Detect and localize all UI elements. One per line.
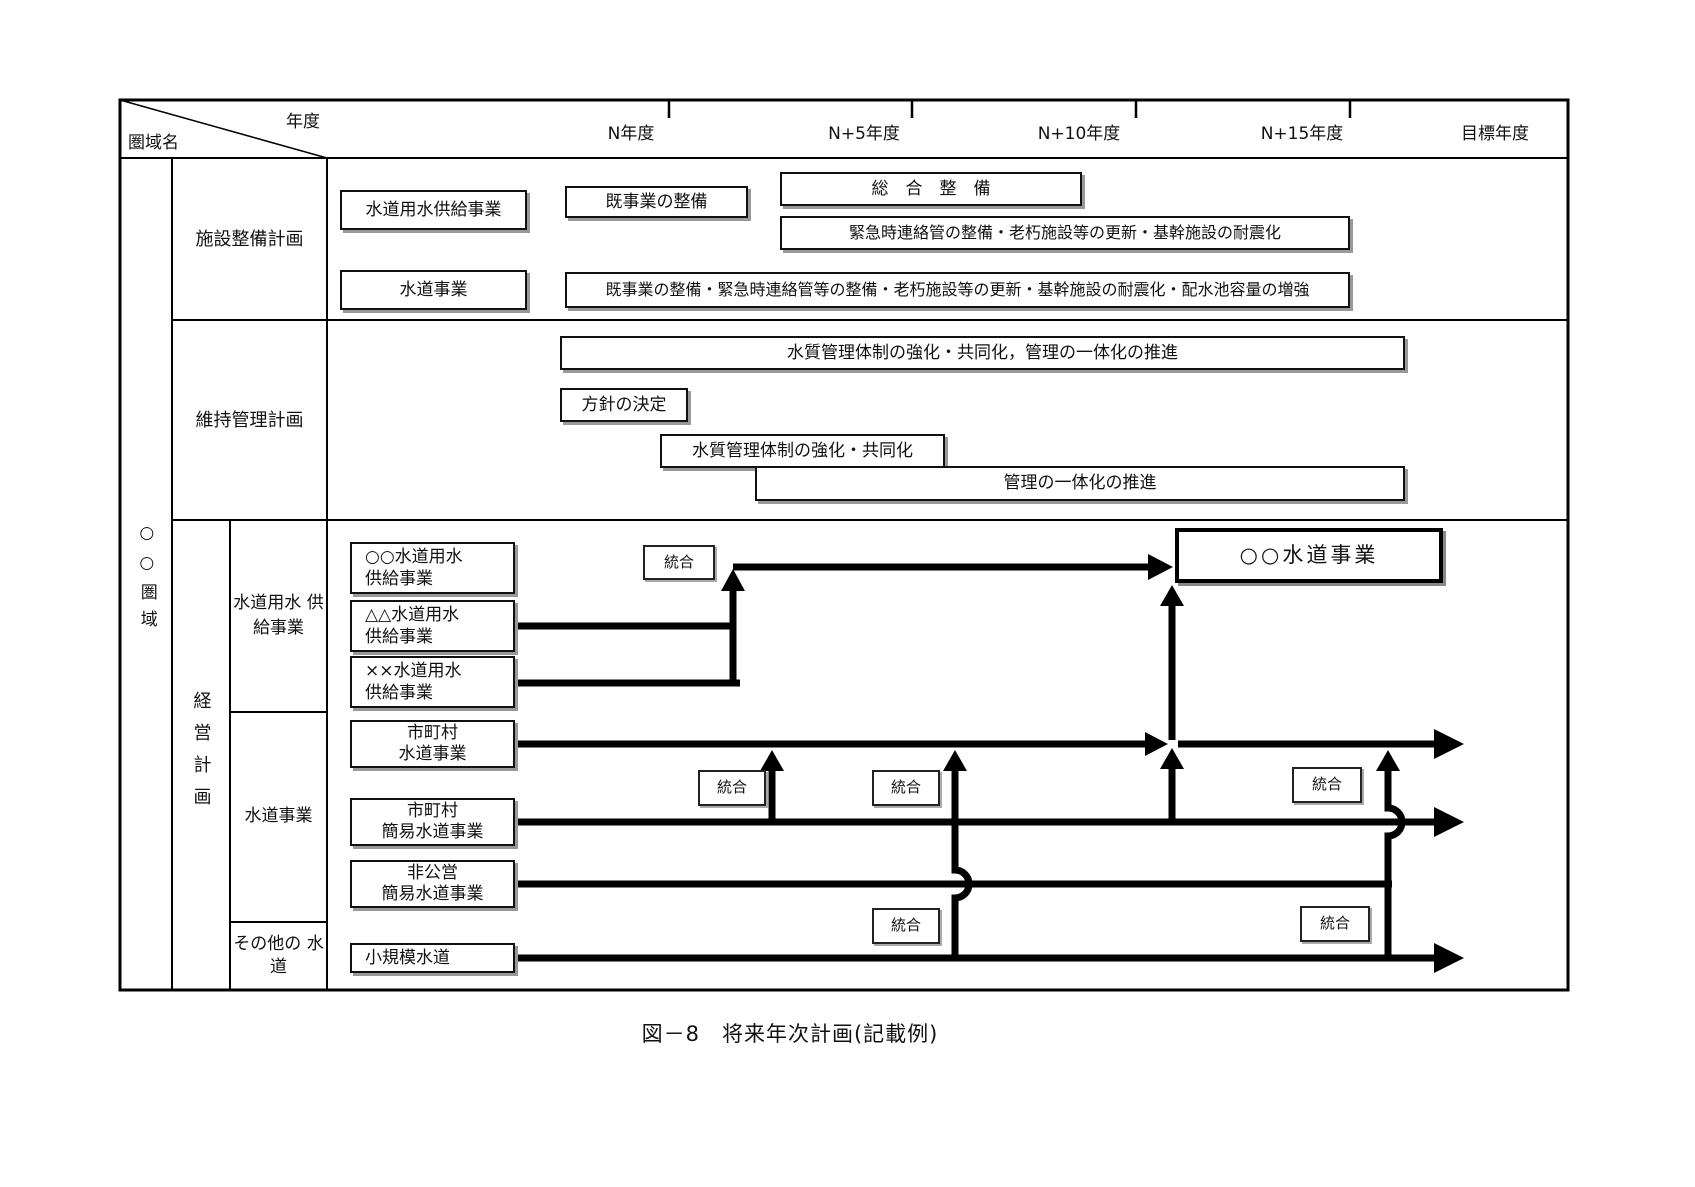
- up-arrow-merge2: [943, 750, 967, 771]
- municipal-simple-line2: 簡易水道事業: [381, 822, 484, 842]
- section-label-management: 経営計画: [190, 691, 212, 819]
- aa-supply-line2: 供給事業: [365, 627, 433, 647]
- box-existing-improvement: 既事業の整備: [565, 186, 748, 218]
- row-label-other-line1: その他の: [233, 934, 302, 955]
- oo-supply-line1: ○○水道用水: [365, 546, 463, 567]
- box-small-scale: 小規模水道: [350, 943, 515, 973]
- box-municipal-simple: 市町村 簡易水道事業: [350, 798, 515, 846]
- xx-supply-line1: ××水道用水: [365, 660, 462, 681]
- right-arrow-municipal-merge: [1145, 732, 1168, 756]
- row-label-supply-business: 水道用水 供給事業: [230, 520, 327, 712]
- box-unified-management: 管理の一体化の推進: [755, 466, 1405, 501]
- box-strengthen-and-unify: 水質管理体制の強化・共同化，管理の一体化の推進: [560, 336, 1405, 370]
- section-label-facility: 施設整備計画: [195, 228, 304, 250]
- private-simple-line1: 非公営: [407, 862, 458, 883]
- big-arrow-municipal-water: [1434, 729, 1464, 759]
- municipal-water-line1: 市町村: [407, 722, 458, 743]
- box-strengthen-quality: 水質管理体制の強化・共同化: [660, 434, 945, 468]
- municipal-water-line2: 水道事業: [398, 744, 467, 764]
- merge-label-right-upper: 統合: [1292, 767, 1362, 803]
- box-goal-oo-water-business: ○○水道事業: [1175, 528, 1443, 583]
- up-arrow-goal-cross: [1160, 748, 1184, 769]
- box-policy-decision: 方針の決定: [560, 388, 688, 422]
- box-xx-supply: ××水道用水 供給事業: [350, 656, 515, 708]
- up-arrow-supply-merge: [721, 569, 745, 591]
- up-arrow-merge1: [760, 750, 784, 771]
- column-header-target: 目標年度: [1461, 124, 1529, 144]
- private-simple-line2: 簡易水道事業: [381, 884, 484, 904]
- oo-supply-line2: 供給事業: [365, 569, 433, 589]
- box-supply-business-label: 水道用水供給事業: [340, 190, 527, 230]
- merge-label-right-lower: 統合: [1300, 906, 1370, 942]
- column-header-n5: N+5年度: [828, 124, 900, 144]
- flow-arrowheads: [721, 554, 1464, 973]
- box-oo-supply: ○○水道用水 供給事業: [350, 542, 515, 594]
- up-arrow-merge3: [1376, 750, 1400, 771]
- big-arrow-municipal-simple: [1434, 807, 1464, 837]
- merge-label-small-lower: 統合: [872, 908, 940, 944]
- municipal-simple-line1: 市町村: [407, 800, 458, 821]
- big-arrow-small-scale: [1434, 943, 1464, 973]
- aa-supply-line1: △△水道用水: [365, 604, 460, 625]
- right-arrow-into-goal: [1148, 554, 1173, 580]
- section-label-maintenance: 維持管理計画: [195, 409, 304, 431]
- xx-supply-line2: 供給事業: [365, 683, 433, 703]
- flow-lines: [515, 563, 1436, 962]
- row-label-other-water: その他の 水道: [230, 922, 327, 990]
- merge-label-supply: 統合: [643, 545, 715, 580]
- merge3-vertical-with-hop: [1384, 768, 1406, 958]
- corner-label-region: 圏域名: [128, 133, 179, 153]
- column-header-n10: N+10年度: [1037, 124, 1121, 144]
- row-label-other-line2: 水道: [270, 934, 324, 977]
- box-water-business-tasks: 既事業の整備・緊急時連絡管等の整備・老朽施設等の更新・基幹施設の耐震化・配水池容…: [565, 272, 1350, 308]
- region-name-label: ○○圏域: [136, 523, 157, 637]
- year-tick-marks: [667, 100, 1352, 118]
- figure-caption: 図－8 将来年次計画(記載例): [641, 1022, 939, 1046]
- column-header-n15: N+15年度: [1260, 124, 1344, 144]
- box-comprehensive-improvement: 総 合 整 備: [780, 172, 1082, 206]
- merge-label-municipal-simple: 統合: [698, 770, 766, 806]
- box-emergency-renewal: 緊急時連絡管の整備・老朽施設等の更新・基幹施設の耐震化: [780, 216, 1350, 250]
- row-label-water-business: 水道事業: [244, 806, 313, 827]
- merge-label-small-upper: 統合: [872, 770, 940, 806]
- row-label-supply-line1: 水道用水: [233, 592, 302, 613]
- box-private-simple: 非公営 簡易水道事業: [350, 860, 515, 908]
- corner-label-year: 年度: [286, 112, 320, 132]
- box-municipal-water: 市町村 水道事業: [350, 720, 515, 768]
- merge2-vertical-with-hop: [951, 768, 973, 958]
- table-grid: [118, 98, 1570, 992]
- box-aa-supply: △△水道用水 供給事業: [350, 600, 515, 652]
- up-arrow-goal-box: [1160, 585, 1184, 606]
- box-water-business-label: 水道事業: [340, 270, 527, 310]
- row-label-supply-line2: 供給事業: [253, 592, 324, 639]
- column-header-n: N年度: [607, 124, 655, 144]
